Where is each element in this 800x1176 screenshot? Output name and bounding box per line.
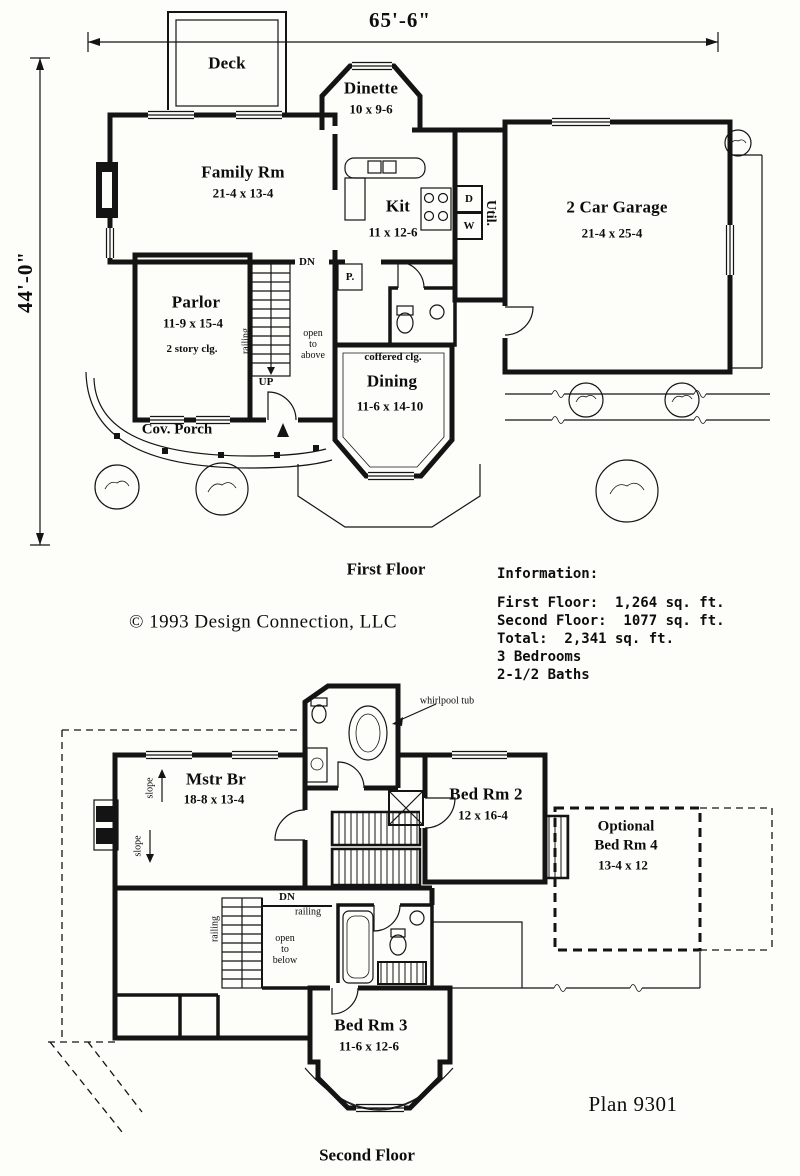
- whirlpool-tub-label: whirlpool tub: [419, 695, 475, 707]
- first-floor-plan: [85, 11, 770, 528]
- whirlpool-tub-icon: [348, 705, 388, 761]
- bay-roof-arcs: [304, 1067, 454, 1111]
- washer-dryer-icons: [455, 185, 483, 240]
- optional-bedroom-label-line1: Optional: [597, 818, 655, 835]
- parlor-size: 11-9 x 15-4: [163, 315, 223, 331]
- stairs-dn-label: DN: [299, 255, 315, 268]
- second-floor-walls: [112, 683, 548, 1111]
- optional-bedroom-size: 13-4 x 12: [598, 857, 648, 873]
- second-floor-plan: [48, 683, 773, 1133]
- plan-number: Plan 9301: [588, 1092, 678, 1117]
- info-heading: Information:: [497, 566, 599, 582]
- master-bedroom-size: 18-8 x 13-4: [183, 791, 245, 807]
- parlor-label: Parlor: [171, 292, 221, 312]
- whirlpool-leader-line: [392, 703, 437, 726]
- vanity-icon: [306, 747, 328, 783]
- stairs-up-label: UP: [258, 375, 274, 388]
- dimension-lines: [30, 32, 719, 546]
- first-floor-doors: [267, 261, 534, 421]
- slope-arrow-icons: [146, 769, 166, 863]
- info-total-area: Total: 2,341 sq. ft.: [497, 631, 675, 647]
- optional-bedroom-label-line2: Bed Rm 4: [594, 837, 658, 854]
- dryer-label: D: [465, 192, 473, 205]
- first-floor-windows: [105, 61, 735, 481]
- info-baths: 2-1/2 Baths: [497, 667, 590, 683]
- dining-size: 11-6 x 14-10: [356, 398, 424, 414]
- chimney-icon: [93, 799, 119, 851]
- shrub-icons: [94, 129, 752, 523]
- family-room-size: 21-4 x 13-4: [212, 185, 274, 201]
- open-to-below-note: open to below: [272, 933, 298, 967]
- utility-label: Util.: [482, 199, 498, 227]
- dinette-size: 10 x 9-6: [349, 101, 393, 117]
- info-second-floor-area: Second Floor: 1077 sq. ft.: [497, 613, 725, 629]
- bedroom3-size: 11-6 x 12-6: [339, 1038, 399, 1054]
- family-room-label: Family Rm: [201, 162, 285, 182]
- garage-label: 2 Car Garage: [566, 197, 668, 217]
- coffered-ceiling-note: coffered clg.: [364, 350, 422, 363]
- slope-label-lower: slope: [132, 835, 144, 857]
- washer-label: W: [463, 219, 475, 232]
- kitchen-label: Kit: [385, 196, 411, 216]
- covered-porch-outline: [85, 371, 333, 469]
- bedroom3-label: Bed Rm 3: [334, 1015, 408, 1035]
- info-first-floor-area: First Floor: 1,264 sq. ft.: [497, 595, 725, 611]
- bedroom2-size: 12 x 16-4: [458, 807, 508, 823]
- master-bedroom-label: Mstr Br: [185, 769, 247, 789]
- stairs-dn-label-sf: DN: [279, 890, 295, 903]
- closet-hatching: [330, 810, 570, 985]
- overall-depth-dimension: 44'-0": [13, 251, 38, 313]
- second-floor-windows: [146, 750, 507, 1113]
- first-floor-caption: First Floor: [346, 559, 426, 579]
- first-floor-walls: [107, 63, 733, 479]
- toilet-icon: [310, 697, 328, 724]
- open-to-above-note: open to above: [301, 328, 325, 362]
- shower-icon: [388, 790, 424, 826]
- second-floor-stairs: [221, 897, 332, 989]
- bedroom2-label: Bed Rm 2: [449, 784, 523, 804]
- kitchen-size: 11 x 12-6: [368, 224, 418, 240]
- overall-width-dimension: 65'-6": [369, 8, 431, 33]
- optional-bedroom-outline: [553, 806, 702, 952]
- garage-size: 21-4 x 25-4: [581, 225, 643, 241]
- second-floor-caption: Second Floor: [319, 1145, 415, 1165]
- section-break-lines: [432, 921, 701, 994]
- second-floor-doors: [274, 761, 456, 1015]
- front-terrace-outline: [297, 464, 481, 528]
- info-block: Information: First Floor: 1,264 sq. ft. …: [497, 565, 725, 684]
- slope-label-upper: slope: [144, 777, 156, 799]
- railing-label-sf-vertical: railing: [209, 915, 221, 943]
- railing-label-sf-horizontal: railing: [294, 906, 322, 918]
- copyright-line: © 1993 Design Connection, LLC: [129, 611, 397, 633]
- pantry-label: P.: [345, 270, 355, 283]
- hall-bath-fixtures: [342, 910, 425, 984]
- railing-label-ff: railing: [240, 327, 252, 355]
- deck-label: Deck: [208, 53, 246, 73]
- powder-room-fixtures: [396, 304, 445, 334]
- kitchen-fixtures: [344, 157, 452, 231]
- dinette-label: Dinette: [343, 78, 399, 98]
- coffered-ceiling-outline: [342, 352, 445, 468]
- first-floor-stairs: [251, 263, 291, 377]
- info-bedrooms: 3 Bedrooms: [497, 649, 582, 665]
- covered-porch-label: Cov. Porch: [141, 421, 213, 438]
- dining-label: Dining: [366, 371, 418, 391]
- fireplace-icon: [96, 162, 118, 218]
- parlor-ceiling-note: 2 story clg.: [166, 342, 218, 355]
- pantry-outline: [337, 263, 363, 291]
- entry-arrow-icon: [277, 423, 289, 437]
- roof-dashed-lines: [48, 729, 773, 1133]
